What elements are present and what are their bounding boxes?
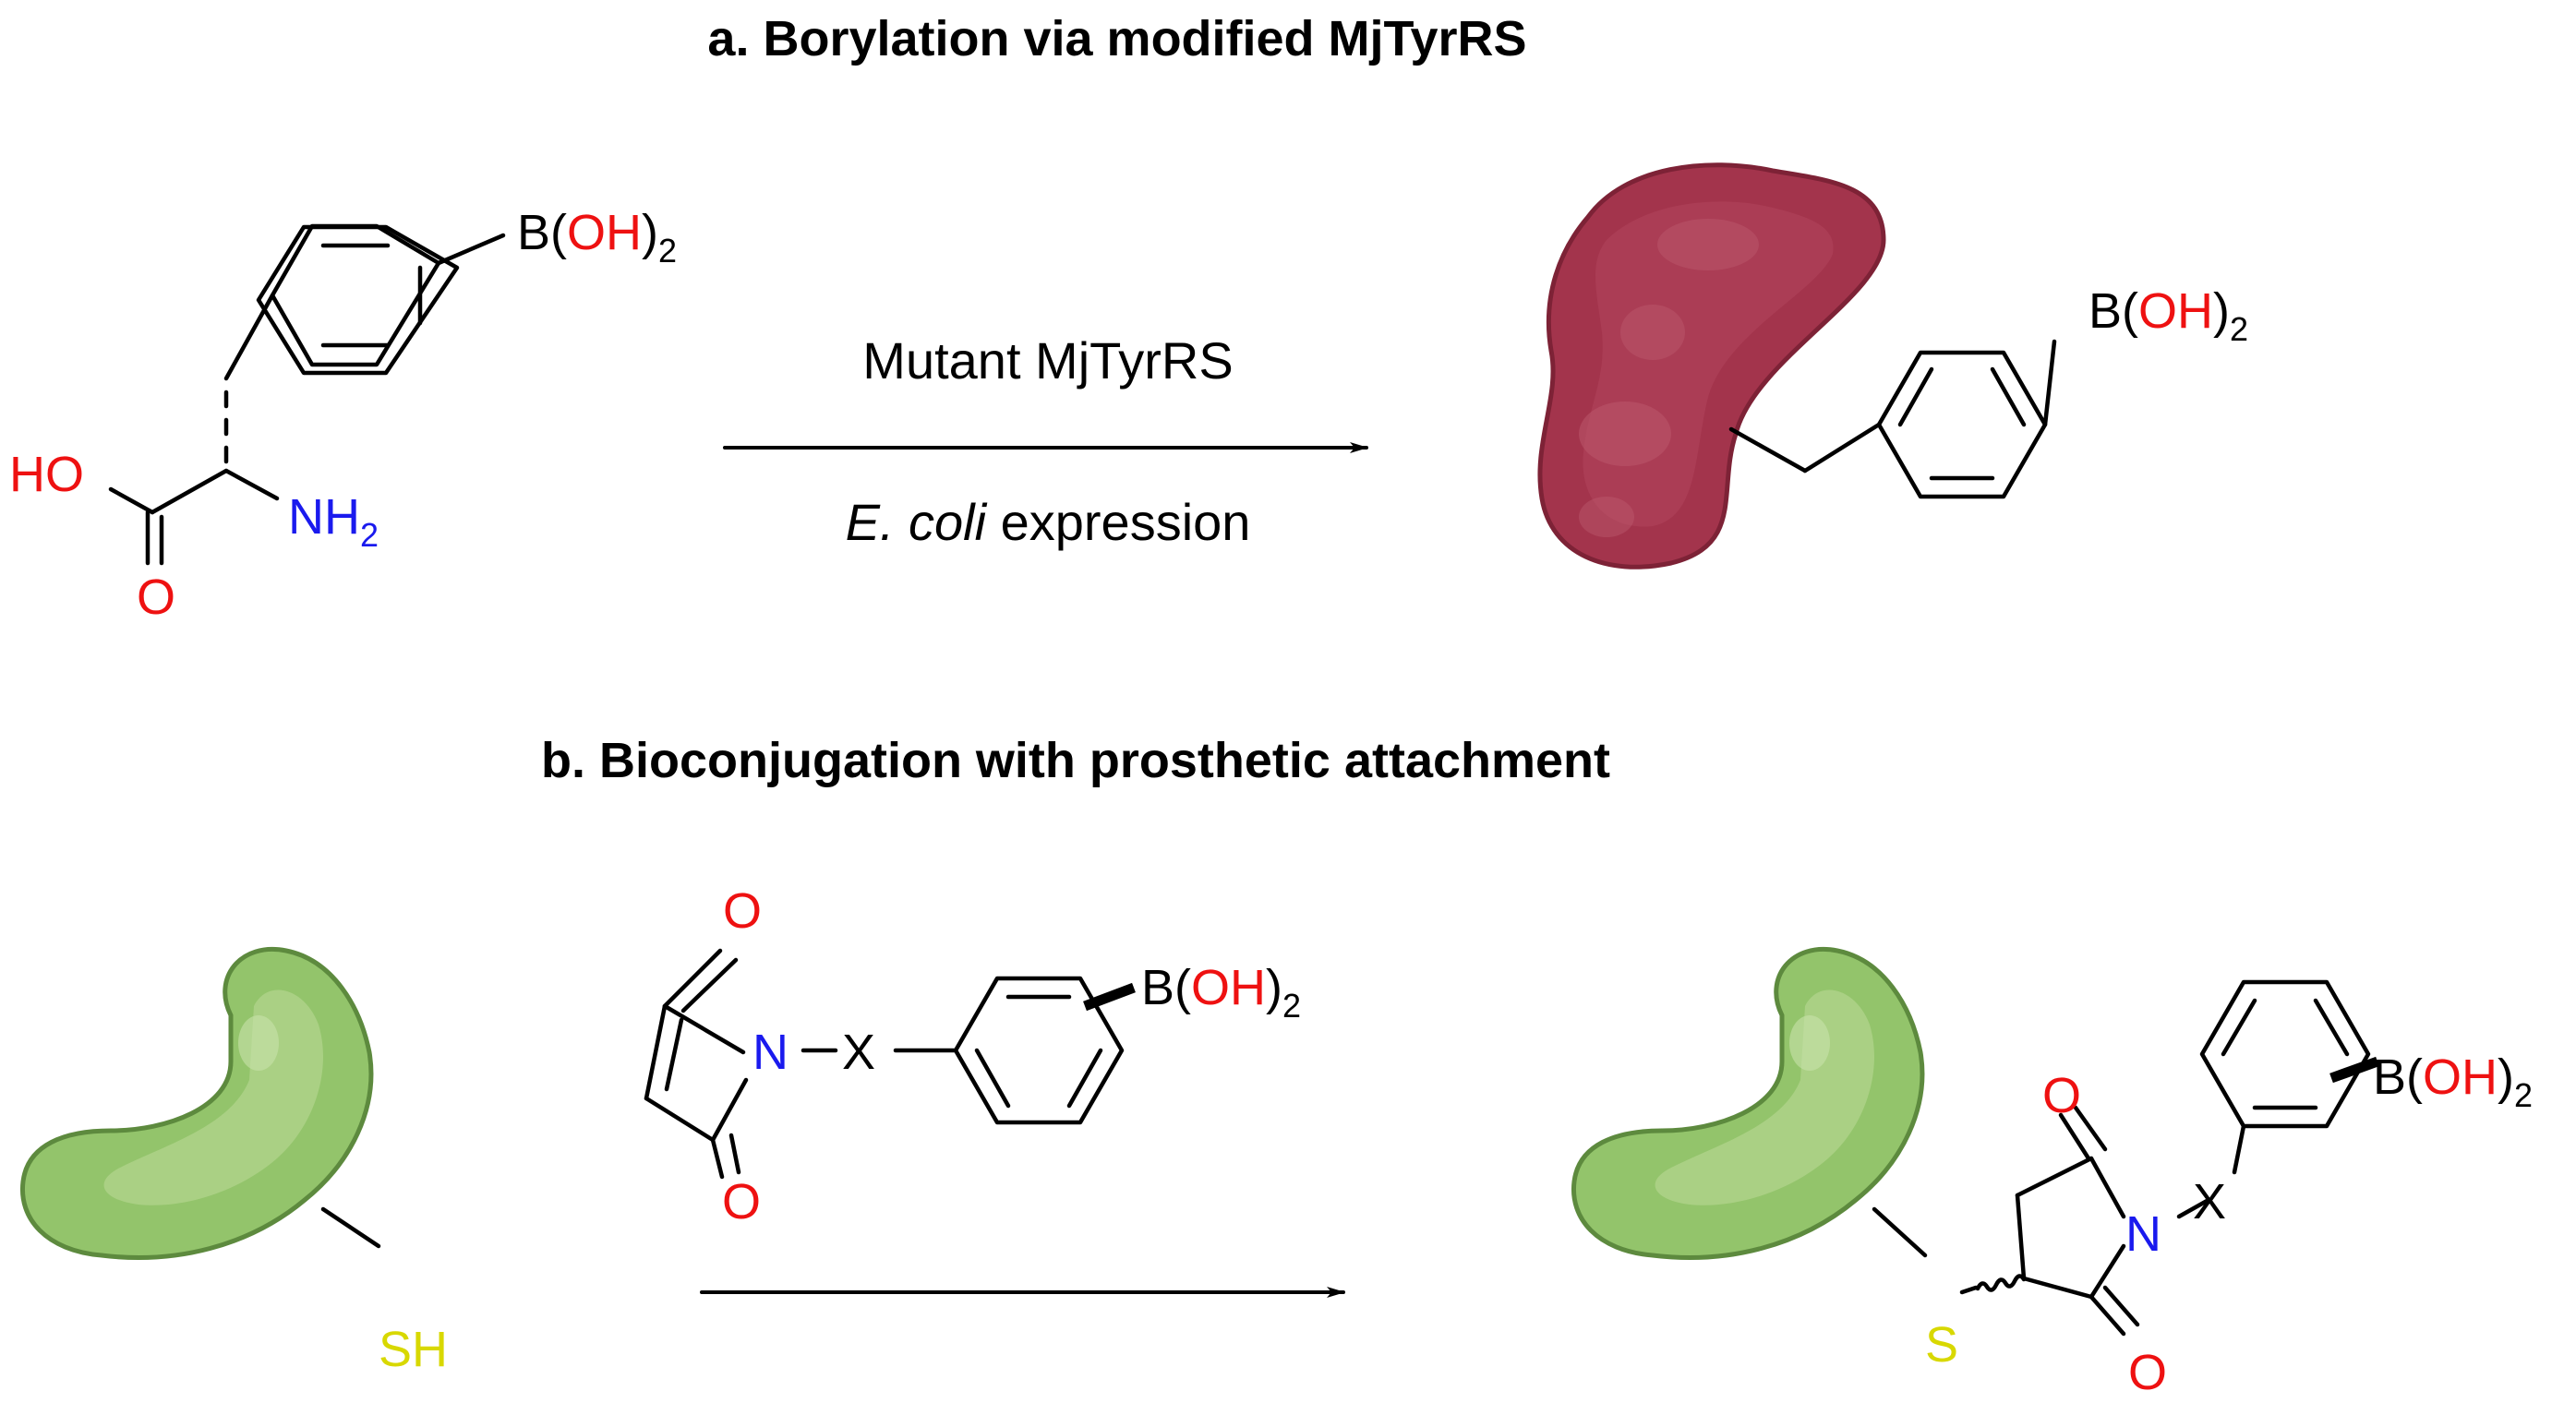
panel-a-title: a. Borylation via modified MjTyrRS xyxy=(707,11,1526,66)
reagent-amine-label: NH2 xyxy=(288,489,379,554)
protein-a-illustration xyxy=(1537,162,1886,570)
panel-b-title: b. Bioconjugation with prosthetic attach… xyxy=(541,733,1610,788)
protein-b-reactant-illustration xyxy=(19,947,374,1260)
benzene-ring-a-product xyxy=(1876,350,2048,499)
product-linker-x: X xyxy=(2193,1174,2226,1229)
protein-b-product-illustration xyxy=(1571,947,1925,1260)
product-nitrogen: N xyxy=(2125,1206,2161,1262)
product-bottom-oxygen: O xyxy=(2128,1345,2167,1400)
maleimide-linker-x: X xyxy=(842,1025,875,1080)
maleimide-bottom-oxygen: O xyxy=(722,1174,761,1229)
succinimide-product-structure xyxy=(1872,979,2379,1337)
product-sulfur-label: S xyxy=(1925,1317,1958,1373)
maleimide-boron-label: B(OH)2 xyxy=(1141,960,1301,1025)
thiol-bond xyxy=(320,1206,381,1249)
maleimide-nitrogen: N xyxy=(752,1025,788,1080)
maleimide-reagent-structure xyxy=(644,948,1136,1180)
arrow-a-condition-above: Mutant MjTyrRS xyxy=(862,331,1233,390)
product-top-oxygen: O xyxy=(2042,1068,2081,1123)
protein-thiol-label: SH xyxy=(379,1322,448,1377)
product-a-boron-label: B(OH)2 xyxy=(2088,283,2248,348)
reagent-hydroxyl-label: HO xyxy=(9,447,84,502)
reagent-boron-label: B(OH)2 xyxy=(517,205,677,270)
maleimide-top-oxygen: O xyxy=(723,883,762,939)
benzene-ring-b-product xyxy=(2199,979,2371,1129)
arrow-a-condition-below: E. coli expression xyxy=(846,493,1251,551)
reagent-carbonyl-oxygen-label: O xyxy=(137,570,175,625)
product-a-structure xyxy=(1728,339,2057,499)
benzene-ring-b-reagent xyxy=(953,976,1125,1125)
benzene-ring-a xyxy=(270,223,441,367)
product-b-boron-label: B(OH)2 xyxy=(2373,1049,2533,1114)
boronophenylalanine-structure xyxy=(108,223,506,566)
